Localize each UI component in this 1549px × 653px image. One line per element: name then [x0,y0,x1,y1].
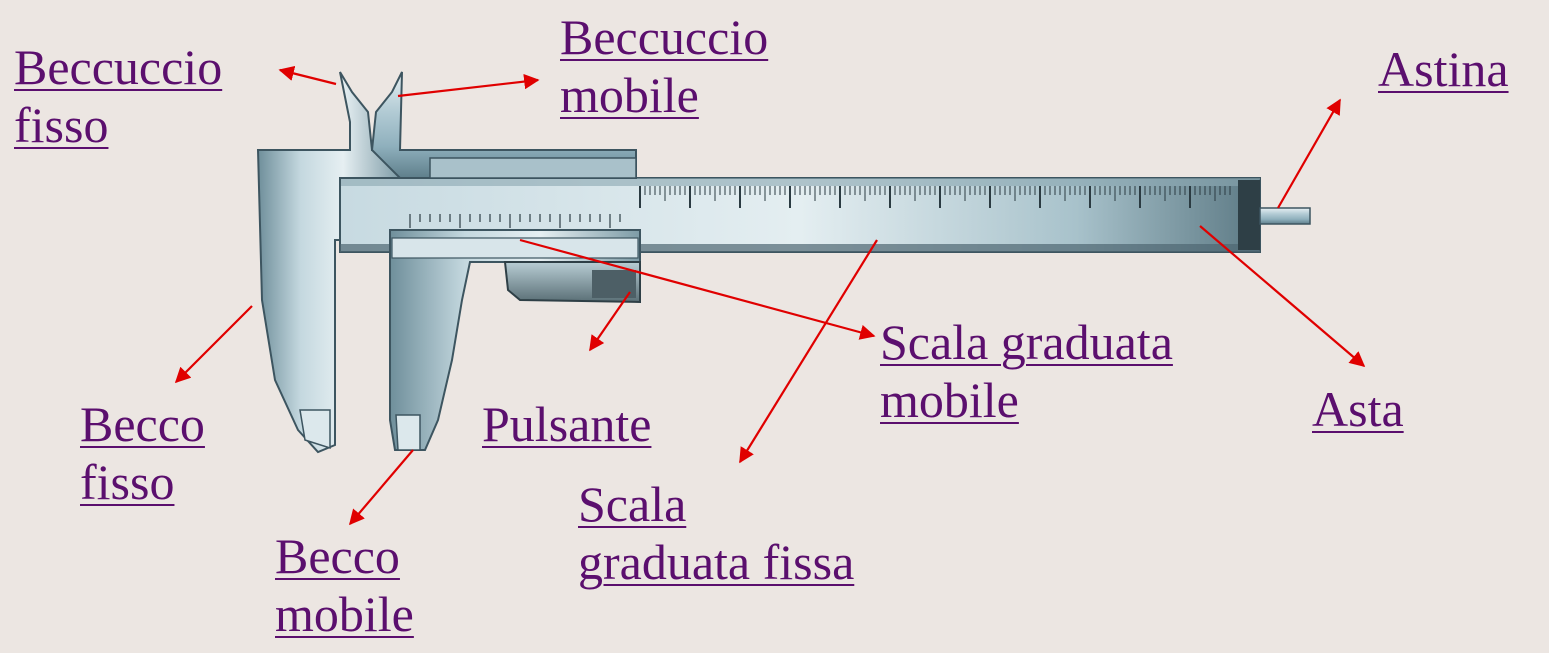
label-pulsante[interactable]: Pulsante [482,395,651,453]
label-beccuccio-mobile[interactable]: Beccuccio mobile [560,8,768,124]
arrow-becco-fisso [174,305,253,384]
arrow-beccuccio-fisso [278,65,337,86]
fixed-scale-ticks [639,186,1231,208]
label-astina[interactable]: Astina [1378,40,1509,98]
arrow-becco-mobile [349,449,414,526]
label-beccuccio-mobile-line2: mobile [560,67,699,123]
leader-arrows [174,65,1366,526]
label-scala-graduata-fissa-line1: Scala [578,476,687,532]
label-astina-line1: Astina [1378,41,1509,97]
label-beccuccio-fisso-line1: Beccuccio [14,39,223,95]
label-becco-fisso-line2: fisso [80,454,175,510]
arrow-beccuccio-mobile [397,73,540,98]
label-scala-graduata-fissa-line2: graduata fissa [578,534,855,590]
arrow-scala-graduata-mobile [519,238,876,340]
arrow-scala-graduata-fissa [739,239,878,464]
arrow-pulsante [589,291,631,352]
label-scala-graduata-mobile[interactable]: Scala graduata mobile [880,313,1173,429]
label-becco-fisso-line1: Becco [80,396,205,452]
label-becco-mobile-line2: mobile [275,586,414,642]
label-scala-graduata-mobile-line1: Scala graduata [880,314,1173,370]
label-becco-mobile[interactable]: Becco mobile [275,527,414,643]
label-becco-fisso[interactable]: Becco fisso [80,395,205,511]
label-scala-graduata-mobile-line2: mobile [880,372,1019,428]
label-pulsante-line1: Pulsante [482,396,652,452]
arrow-asta [1199,225,1366,367]
arrow-astina [1277,98,1341,209]
sliding-jaw [370,71,641,451]
label-beccuccio-fisso[interactable]: Beccuccio fisso [14,38,222,154]
label-scala-graduata-fissa[interactable]: Scala graduata fissa [578,475,854,591]
label-beccuccio-mobile-line1: Beccuccio [560,9,769,65]
fixed-jaw [256,71,401,454]
label-becco-mobile-line1: Becco [275,528,400,584]
vernier-scale-ticks [409,214,621,228]
label-asta-line1: Asta [1312,381,1404,437]
label-asta[interactable]: Asta [1312,380,1404,438]
label-beccuccio-fisso-line2: fisso [14,97,109,153]
